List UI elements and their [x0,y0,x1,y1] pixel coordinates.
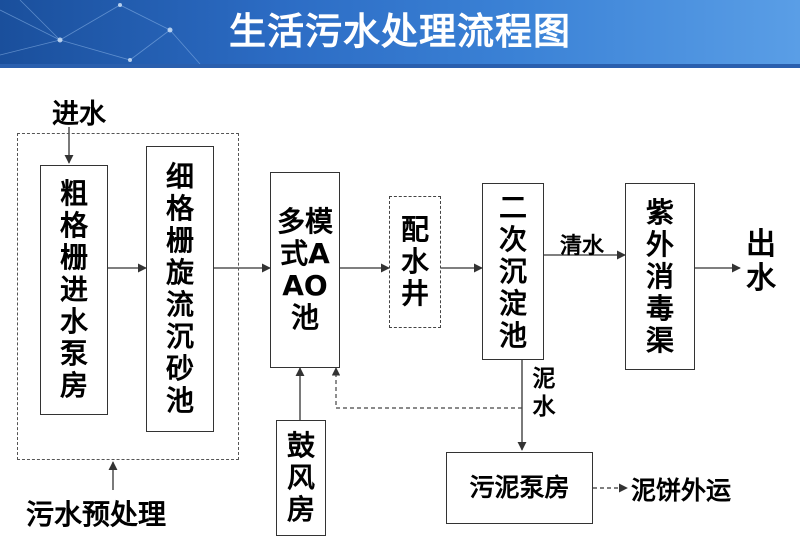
node-aao-tank: 多模式AAO池 [270,172,340,368]
label-sludge-water: 泥水 [532,366,556,420]
header-underline [0,64,800,68]
label-inlet: 进水 [52,99,106,130]
node-blower-room: 鼓风房 [276,420,326,536]
node-secondary-clarifier: 二次沉淀池 [482,183,544,360]
page-title: 生活污水处理流程图 [229,10,571,53]
node-sludge-pump-room: 污泥泵房 [446,452,593,524]
label-pretreatment: 污水预处理 [26,498,167,531]
label-clear-water: 清水 [560,234,605,259]
header-banner: 生活污水处理流程图 [0,0,800,68]
pretreatment-group [17,133,239,460]
label-sludge-cake: 泥饼外运 [631,476,732,505]
node-distribution-well: 配水井 [389,196,441,328]
node-coarse-screen-pump: 粗格栅进水泵房 [40,165,108,415]
node-uv-channel: 紫外消毒渠 [625,183,695,370]
network-decoration [0,0,201,65]
label-outlet: 出水 [746,227,776,296]
sludge-return-line [331,367,522,409]
node-fine-screen-grit: 细格栅旋流沉砂池 [146,146,214,432]
